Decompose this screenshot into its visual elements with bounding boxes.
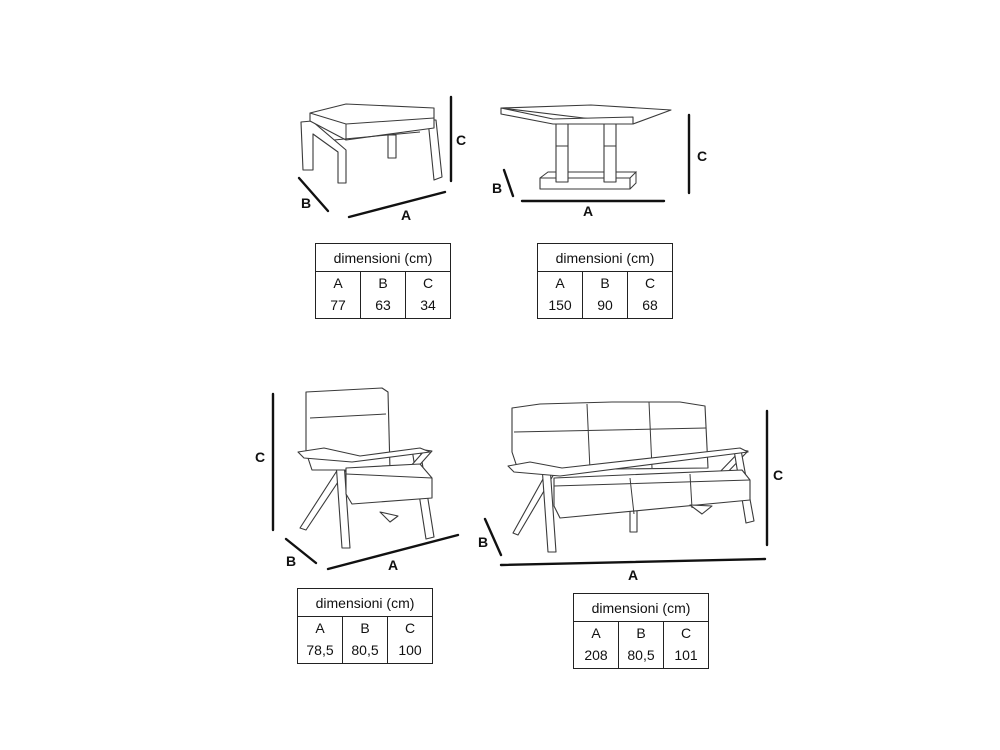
dim-label-a: A — [573, 621, 619, 641]
armchair-drawing — [297, 387, 435, 549]
sofa-dimension-table: dimensioni (cm) A B C 208 80,5 101 — [573, 593, 709, 669]
dim-value-a: 78,5 — [297, 636, 343, 664]
table-dimension-table: dimensioni (cm) A B C 150 90 68 — [537, 243, 673, 319]
dim-label-b: B — [618, 621, 664, 641]
footstool-drawing — [300, 103, 443, 184]
table-drawing — [500, 104, 672, 190]
footstool-dimension-table: dimensioni (cm) A B C 77 63 34 — [315, 243, 451, 319]
sofa-a-label: A — [628, 567, 638, 583]
footstool-b-line — [297, 176, 330, 213]
table-a-label: A — [583, 203, 593, 219]
table-header: dimensioni (cm) — [537, 243, 673, 272]
sofa-b-line — [483, 517, 503, 557]
dim-label-c: C — [663, 621, 709, 641]
table-b-label: B — [492, 180, 502, 196]
armchair-a-line — [326, 533, 460, 571]
armchair-a-label: A — [388, 557, 398, 573]
armchair-dimension-table: dimensioni (cm) A B C 78,5 80,5 100 — [297, 588, 433, 664]
sofa-b-label: B — [478, 534, 488, 550]
dim-label-c: C — [405, 271, 451, 291]
armchair-c-label: C — [255, 449, 265, 465]
armchair-b-line — [284, 537, 318, 565]
dim-value-a: 208 — [573, 641, 619, 669]
dim-value-c: 101 — [663, 641, 709, 669]
dim-label-c: C — [627, 271, 673, 291]
dim-label-a: A — [537, 271, 583, 291]
table-c-label: C — [697, 148, 707, 164]
dim-label-a: A — [315, 271, 361, 291]
dim-value-c: 100 — [387, 636, 433, 664]
dim-value-a: 77 — [315, 291, 361, 319]
table-header: dimensioni (cm) — [573, 593, 709, 622]
armchair-b-label: B — [286, 553, 296, 569]
dim-value-a: 150 — [537, 291, 583, 319]
dim-value-c: 68 — [627, 291, 673, 319]
sofa-drawing — [507, 401, 755, 553]
dim-label-b: B — [342, 616, 388, 636]
footstool-c-label: C — [456, 132, 466, 148]
footstool-b-label: B — [301, 195, 311, 211]
dim-label-c: C — [387, 616, 433, 636]
sofa-c-label: C — [773, 467, 783, 483]
dim-value-c: 34 — [405, 291, 451, 319]
dim-value-b: 80,5 — [342, 636, 388, 664]
table-header: dimensioni (cm) — [315, 243, 451, 272]
table-header: dimensioni (cm) — [297, 588, 433, 617]
dim-label-b: B — [582, 271, 628, 291]
footstool-a-label: A — [401, 207, 411, 223]
dim-label-a: A — [297, 616, 343, 636]
dim-value-b: 63 — [360, 291, 406, 319]
footstool-a-line — [347, 190, 447, 219]
dim-label-b: B — [360, 271, 406, 291]
table-b-line — [502, 168, 515, 198]
dim-value-b: 90 — [582, 291, 628, 319]
dim-value-b: 80,5 — [618, 641, 664, 669]
sofa-a-line — [499, 557, 767, 567]
